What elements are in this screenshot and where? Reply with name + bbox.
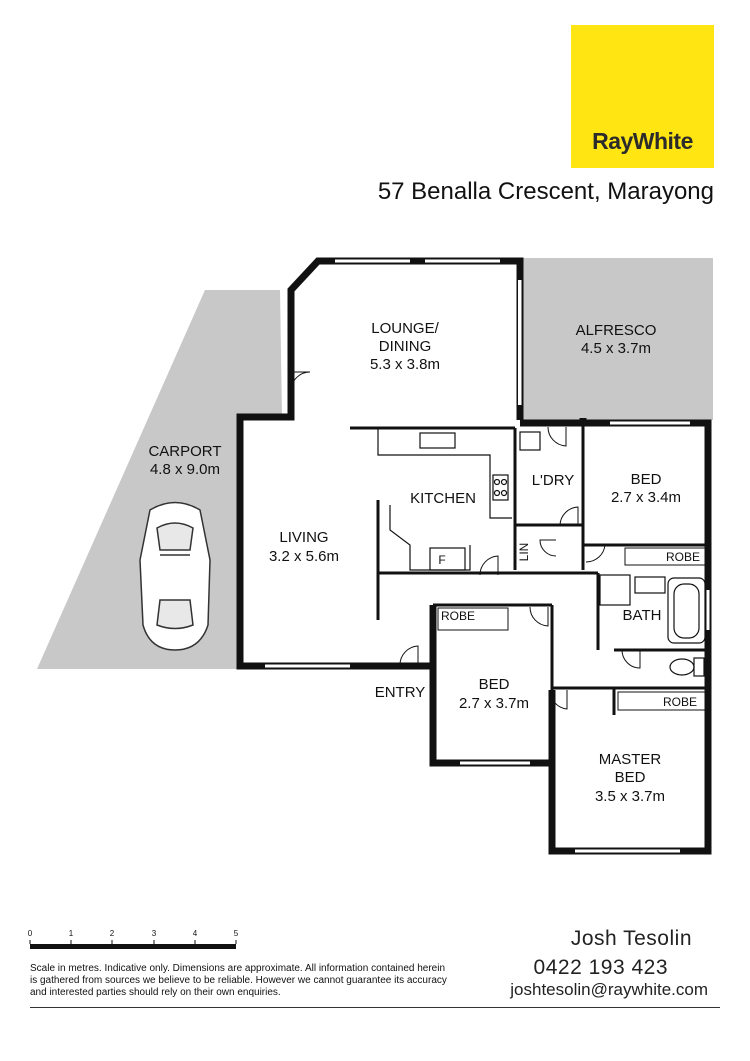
bath-label: BATH: [623, 607, 662, 624]
property-address: 57 Benalla Crescent, Marayong: [377, 178, 714, 205]
master-bed-label: BED: [615, 769, 646, 786]
alfresco-label: ALFRESCO: [576, 322, 657, 339]
scale-tick-2: 2: [110, 929, 115, 938]
robe-label-master: ROBE: [663, 695, 697, 709]
interior-walls: [350, 423, 708, 715]
lounge-label: LOUNGE/: [371, 320, 439, 337]
scale-bar: 0 1 2 3 4 5: [28, 929, 239, 949]
scale-tick-5: 5: [234, 929, 239, 938]
alfresco-size: 4.5 x 3.7m: [581, 340, 651, 357]
agent-phone: 0422 193 423: [533, 956, 668, 979]
footer-divider: [30, 1007, 720, 1008]
doors: [290, 371, 641, 710]
master-size: 3.5 x 3.7m: [595, 788, 665, 805]
bathroom-fixtures: [599, 574, 706, 677]
bed1-label: BED: [631, 471, 662, 488]
fridge-label: F: [438, 553, 445, 567]
bed2-label: BED: [479, 676, 510, 693]
carport-size: 4.8 x 9.0m: [150, 461, 220, 478]
kitchen-benches: [377, 428, 512, 571]
bed1-size: 2.7 x 3.4m: [611, 489, 681, 506]
laundry-label: L'DRY: [532, 472, 575, 489]
windows: [265, 259, 710, 853]
kitchen-label: KITCHEN: [410, 490, 476, 507]
agent-email: joshtesolin@raywhite.com: [510, 980, 708, 999]
living-size: 3.2 x 5.6m: [269, 548, 339, 565]
robe-label-bed2: ROBE: [441, 609, 475, 623]
carport-area: [37, 290, 282, 669]
carport-label: CARPORT: [148, 443, 221, 460]
scale-tick-4: 4: [193, 929, 198, 938]
scale-tick-0: 0: [28, 929, 33, 938]
dining-label: DINING: [379, 338, 432, 355]
linen-label: LIN: [517, 543, 531, 562]
entry-label: ENTRY: [375, 684, 426, 701]
robes: [437, 547, 706, 711]
agent-name: Josh Tesolin: [570, 927, 692, 950]
master-label: MASTER: [599, 751, 662, 768]
logo-text: RayWhite: [592, 128, 693, 154]
car-icon: [139, 501, 211, 651]
scale-tick-3: 3: [152, 929, 157, 938]
robe-label-bed1: ROBE: [666, 550, 700, 564]
scale-tick-1: 1: [69, 929, 74, 938]
disclaimer: Scale in metres. Indicative only. Dimens…: [30, 963, 447, 998]
raywhite-logo: RayWhite: [571, 25, 714, 168]
alfresco-area: [520, 258, 713, 420]
bed2-size: 2.7 x 3.7m: [459, 695, 529, 712]
lounge-size: 5.3 x 3.8m: [370, 356, 440, 373]
living-label: LIVING: [279, 529, 328, 546]
